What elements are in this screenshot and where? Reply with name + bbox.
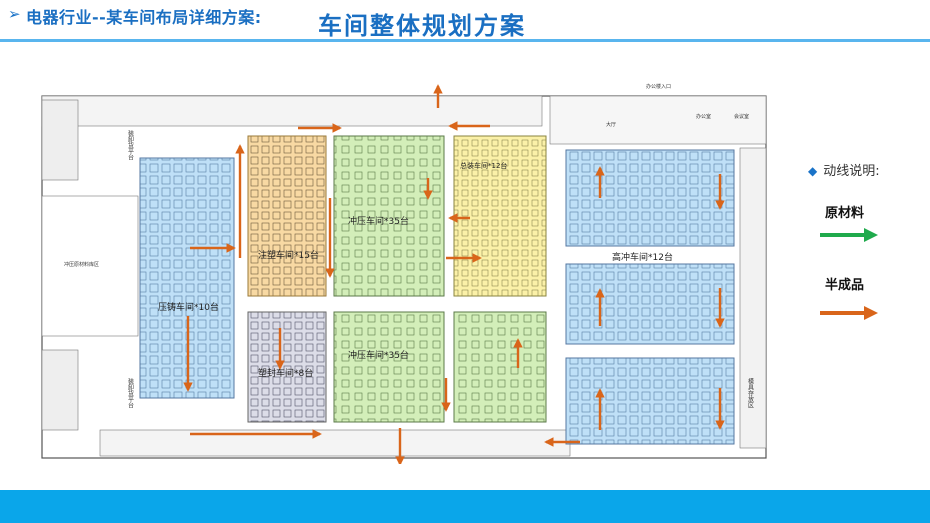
- zone-high-press-1: [565, 149, 735, 247]
- office-strip: [549, 95, 767, 145]
- label-injection: 注塑车间*15台: [258, 249, 319, 261]
- label-stamping-a: 冲压车间*35台: [348, 215, 409, 227]
- zone-injection: [247, 135, 327, 297]
- dock-bottom: [41, 349, 79, 431]
- label-stamping-b: 冲压车间*35台: [348, 349, 409, 361]
- label-raw-store: 冲压原材料库区: [64, 261, 99, 268]
- diamond-icon: ◆: [808, 164, 818, 178]
- zone-assembly-top: [453, 135, 547, 297]
- header-rule: [0, 39, 930, 42]
- zone-high-press-3: [565, 357, 735, 445]
- label-assembly-top: 总装车间*12台: [460, 161, 507, 170]
- bottom-corridor: [99, 429, 571, 457]
- legend-title: ◆动线说明:: [808, 164, 880, 179]
- top-corridor: [41, 95, 543, 127]
- legend-arrow-semi-icon: [820, 306, 878, 320]
- footer-bar: [0, 490, 930, 523]
- label-hall: 大厅: [606, 121, 616, 128]
- label-die-casting: 压铸车间*10台: [158, 301, 219, 313]
- floor-plan: 压铸车间*10台 注塑车间*15台 冲压车间*35台 冲压车间*35台 总装车间…: [41, 83, 767, 464]
- flow-arrows: [183, 84, 725, 464]
- raw-store-area: [41, 195, 139, 337]
- zone-high-press-2: [565, 263, 735, 345]
- label-office-1: 办公室: [696, 113, 711, 120]
- zone-stamping-a: [333, 135, 445, 297]
- zone-stamping-b: [333, 311, 445, 423]
- mold-strip: [739, 147, 767, 449]
- label-high-press: 高冲车间*12台: [612, 251, 673, 263]
- zone-assembly-bottom: [453, 311, 547, 423]
- legend: ◆动线说明: 原材料 半成品: [800, 150, 920, 330]
- label-sealing: 塑封车间*8台: [258, 367, 313, 379]
- dock-top: [41, 99, 79, 181]
- legend-arrow-raw-icon: [820, 228, 878, 242]
- label-unload-bottom: 装卸货平台: [127, 377, 134, 409]
- label-mold-area: 模具存放区: [747, 377, 754, 408]
- legend-label-semi: 半成品: [825, 278, 865, 293]
- legend-label-raw: 原材料: [825, 206, 865, 221]
- label-office-2: 会议室: [734, 113, 749, 120]
- label-unload-top: 装卸货平台: [127, 129, 134, 161]
- bullet-arrow-icon: ➢: [8, 5, 21, 23]
- zone-sealing: [247, 311, 327, 423]
- label-entrance: 办公楼入口: [646, 83, 671, 90]
- header: ➢ 电器行业--某车间布局详细方案: 车间整体规划方案: [0, 0, 930, 46]
- section-prefix: 电器行业--某车间布局详细方案:: [26, 8, 262, 27]
- page-title: 车间整体规划方案: [318, 12, 526, 40]
